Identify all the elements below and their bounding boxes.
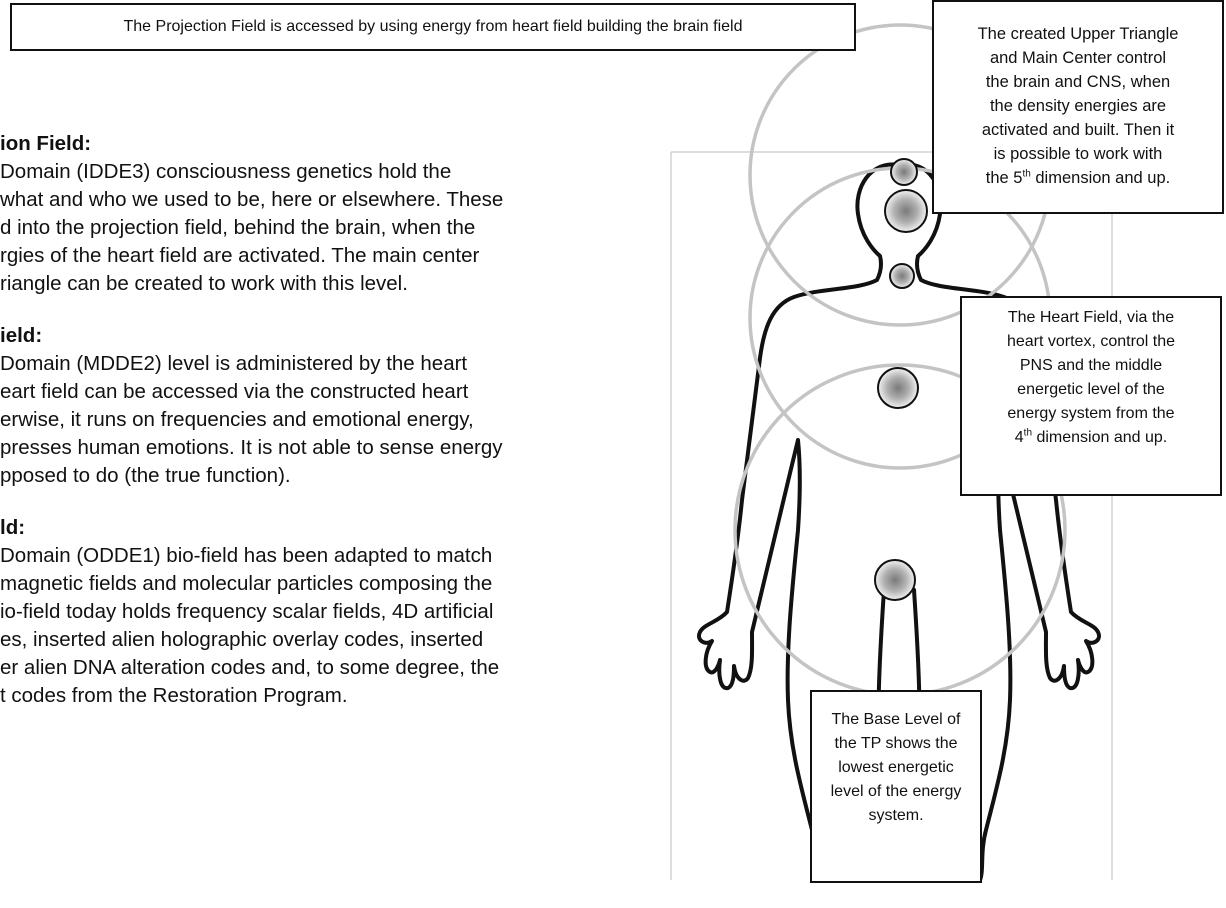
heart-vortex-icon [878, 368, 918, 408]
note-line: The Heart Field, via the [972, 306, 1210, 330]
ordinal-suffix: th [1024, 428, 1032, 439]
note-line: The created Upper Triangle [944, 22, 1212, 46]
note-text: dimension and up. [1032, 429, 1167, 446]
vortex-points [875, 159, 927, 600]
upper-triangle-note: The created Upper Triangle and Main Cent… [932, 0, 1224, 214]
note-text: dimension and up. [1031, 169, 1170, 187]
crown-vortex-icon [891, 159, 917, 185]
note-line: energetic level of the [972, 378, 1210, 402]
note-line: lowest energetic [822, 756, 970, 780]
note-line: the brain and CNS, when [944, 70, 1212, 94]
heart-field-note: The Heart Field, via the heart vortex, c… [960, 296, 1222, 496]
note-text: 4 [1015, 429, 1024, 446]
throat-vortex-icon [890, 264, 914, 288]
note-line: is possible to work with [944, 142, 1212, 166]
note-line: activated and built. Then it [944, 118, 1212, 142]
note-line: 4th dimension and up. [972, 426, 1210, 450]
note-line: and Main Center control [944, 46, 1212, 70]
ordinal-suffix: th [1022, 169, 1030, 180]
top-caption: The Projection Field is accessed by usin… [10, 3, 856, 51]
note-text: the 5 [986, 169, 1023, 187]
note-line: PNS and the middle [972, 354, 1210, 378]
note-line: the 5th dimension and up. [944, 166, 1212, 190]
note-line: the TP shows the [822, 732, 970, 756]
note-line: system. [822, 804, 970, 828]
note-line: The Base Level of [822, 708, 970, 732]
base-level-note: The Base Level of the TP shows the lowes… [810, 690, 982, 883]
note-line: heart vortex, control the [972, 330, 1210, 354]
base-vortex-icon [875, 560, 915, 600]
note-line: energy system from the [972, 402, 1210, 426]
note-line: level of the energy [822, 780, 970, 804]
main-center-vortex-icon [885, 190, 927, 232]
note-line: the density energies are [944, 94, 1212, 118]
